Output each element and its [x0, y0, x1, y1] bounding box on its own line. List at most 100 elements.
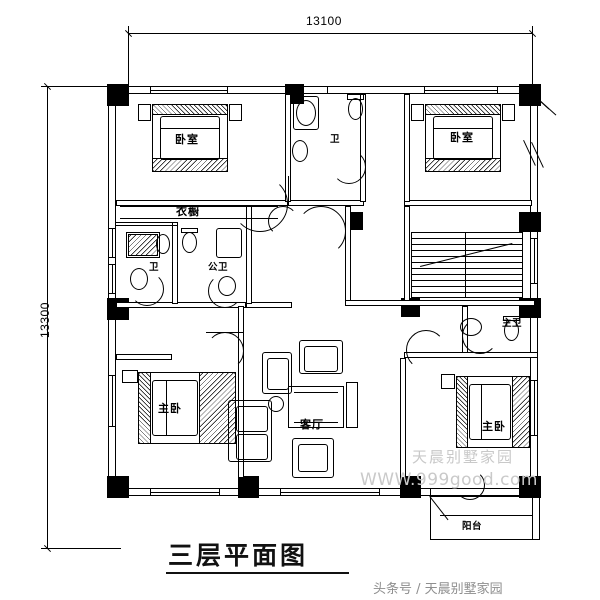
stair-step [411, 274, 523, 275]
bed-master-right-pillow-line [481, 384, 482, 440]
corner-chamfer-line-4 [539, 100, 557, 116]
closet-shelf-line [120, 206, 278, 207]
bed-master-left-mattress [152, 380, 198, 436]
door-swing-hall-1 [296, 206, 346, 256]
left-dim-extension-top [41, 86, 119, 87]
toilet-top-mid [348, 98, 363, 120]
tv-cabinet [346, 382, 358, 428]
interior-wall-v7 [404, 206, 410, 302]
column-bottom-mid2 [400, 476, 421, 498]
window-bottom-mid-line [280, 492, 380, 493]
toilet-bathroom-left [156, 234, 170, 254]
room-label-master-bathroom: 主卫 [502, 318, 523, 329]
column-right-mid [519, 212, 541, 232]
armchair-bottom-cushion [298, 444, 328, 472]
nightstand-top-right-a [411, 104, 424, 121]
bed-master-right-headboard [456, 376, 468, 448]
balcony-rail-v [532, 496, 533, 540]
stair-step [411, 286, 523, 287]
left-dim-extension-bottom [41, 548, 121, 549]
interior-wall-h1c [404, 200, 532, 206]
bed-top-right-quilt [425, 158, 501, 172]
room-label-bathroom-mid-left: 卫 [149, 262, 160, 273]
sink-public-bathroom [218, 276, 236, 296]
interior-wall-v3 [404, 94, 410, 202]
interior-wall-h5 [116, 354, 172, 360]
sofa-main [228, 400, 272, 462]
column-br [519, 476, 541, 498]
room-label-closet: 衣橱 [176, 205, 200, 218]
toilet-top-mid-tank [347, 94, 364, 100]
interior-wall-h-closet [116, 222, 178, 223]
bed-master-right-mattress [469, 384, 511, 440]
nightstand-top-left-b [229, 104, 242, 121]
stair-step [411, 250, 523, 251]
door-swing-hall-2 [268, 206, 298, 236]
stair-step [411, 262, 523, 263]
nightstand-master-right [441, 374, 455, 389]
watermark-url: WWW.999good.com [360, 470, 538, 490]
window-right-lower-mid [534, 380, 535, 436]
room-label-public-bathroom: 公卫 [208, 262, 229, 273]
window-left-lower-mid [112, 375, 113, 427]
coffee-table-inner [294, 392, 338, 393]
interior-wall-h4 [404, 352, 538, 358]
window-top-left-mid [150, 90, 228, 91]
bed-top-left-quilt [152, 158, 228, 172]
interior-wall-h3 [345, 300, 535, 306]
drawing-title-underline [166, 572, 349, 574]
interior-wall-v6 [345, 206, 351, 302]
nightstand-top-right-b [502, 104, 515, 121]
stair-step [411, 280, 523, 281]
coffee-table-inner2 [294, 422, 338, 423]
window-top-mid [300, 86, 328, 94]
coffee-table [288, 386, 344, 428]
room-label-master-bedroom-right: 主卧 [482, 420, 506, 433]
top-dim-extension-right [532, 26, 533, 88]
interior-wall-h2 [116, 302, 246, 308]
drawing-title: 三层平面图 [168, 541, 309, 570]
door-swing-bathroom-top [332, 150, 366, 184]
balcony-inner-line [440, 515, 532, 516]
staircase [411, 232, 523, 298]
bathtub-top [293, 96, 319, 130]
sofa-left [262, 352, 292, 394]
sink-top-mid [292, 140, 308, 162]
footer-attribution: 头条号 / 天晨别墅家园 [373, 582, 503, 597]
stair-rail [465, 232, 466, 298]
interior-wall-v10 [400, 358, 406, 478]
plant-decor [268, 396, 284, 412]
sink-master-bath [460, 318, 482, 336]
balcony-outline [430, 496, 540, 540]
toilet-public-bathroom [182, 232, 197, 253]
toilet-master-tank [503, 316, 520, 321]
stair-step [411, 244, 523, 245]
bed-master-left-quilt [199, 372, 236, 444]
window-bottom-left-mid [150, 492, 220, 493]
nightstand-top-left-a [138, 104, 151, 121]
top-dimension-line [128, 33, 532, 34]
sofa-left-cushion [267, 358, 289, 390]
column-tl [107, 84, 129, 106]
sofa-top-cushion [304, 346, 338, 372]
window-right-upper-mid [534, 238, 535, 284]
interior-wall-v4 [172, 222, 178, 304]
room-label-living-room: 客厅 [300, 418, 324, 431]
top-dimension-label: 13100 [306, 14, 342, 28]
window-left-upper-mid [112, 228, 113, 258]
bed-top-left-pillow-line [160, 128, 220, 129]
window-left-upper2-mid [112, 264, 113, 294]
bed-master-left-headboard [138, 372, 151, 444]
door-leaf-bedroom-top-left [288, 176, 289, 204]
stair-step [411, 292, 523, 293]
toilet-public-tank [181, 228, 198, 233]
sofa-main-cushion-2 [236, 434, 268, 460]
interior-wall-h1b [288, 200, 364, 206]
bed-master-right-quilt [512, 376, 530, 448]
room-label-bedroom-top-right: 卧室 [450, 131, 474, 144]
shower-public [216, 228, 242, 258]
bed-top-right-pillow-line [433, 128, 493, 129]
left-dimension-line [47, 86, 48, 548]
door-swing-master-bedroom-left [206, 332, 244, 370]
watermark-brand: 天晨别墅家园 [412, 448, 515, 466]
